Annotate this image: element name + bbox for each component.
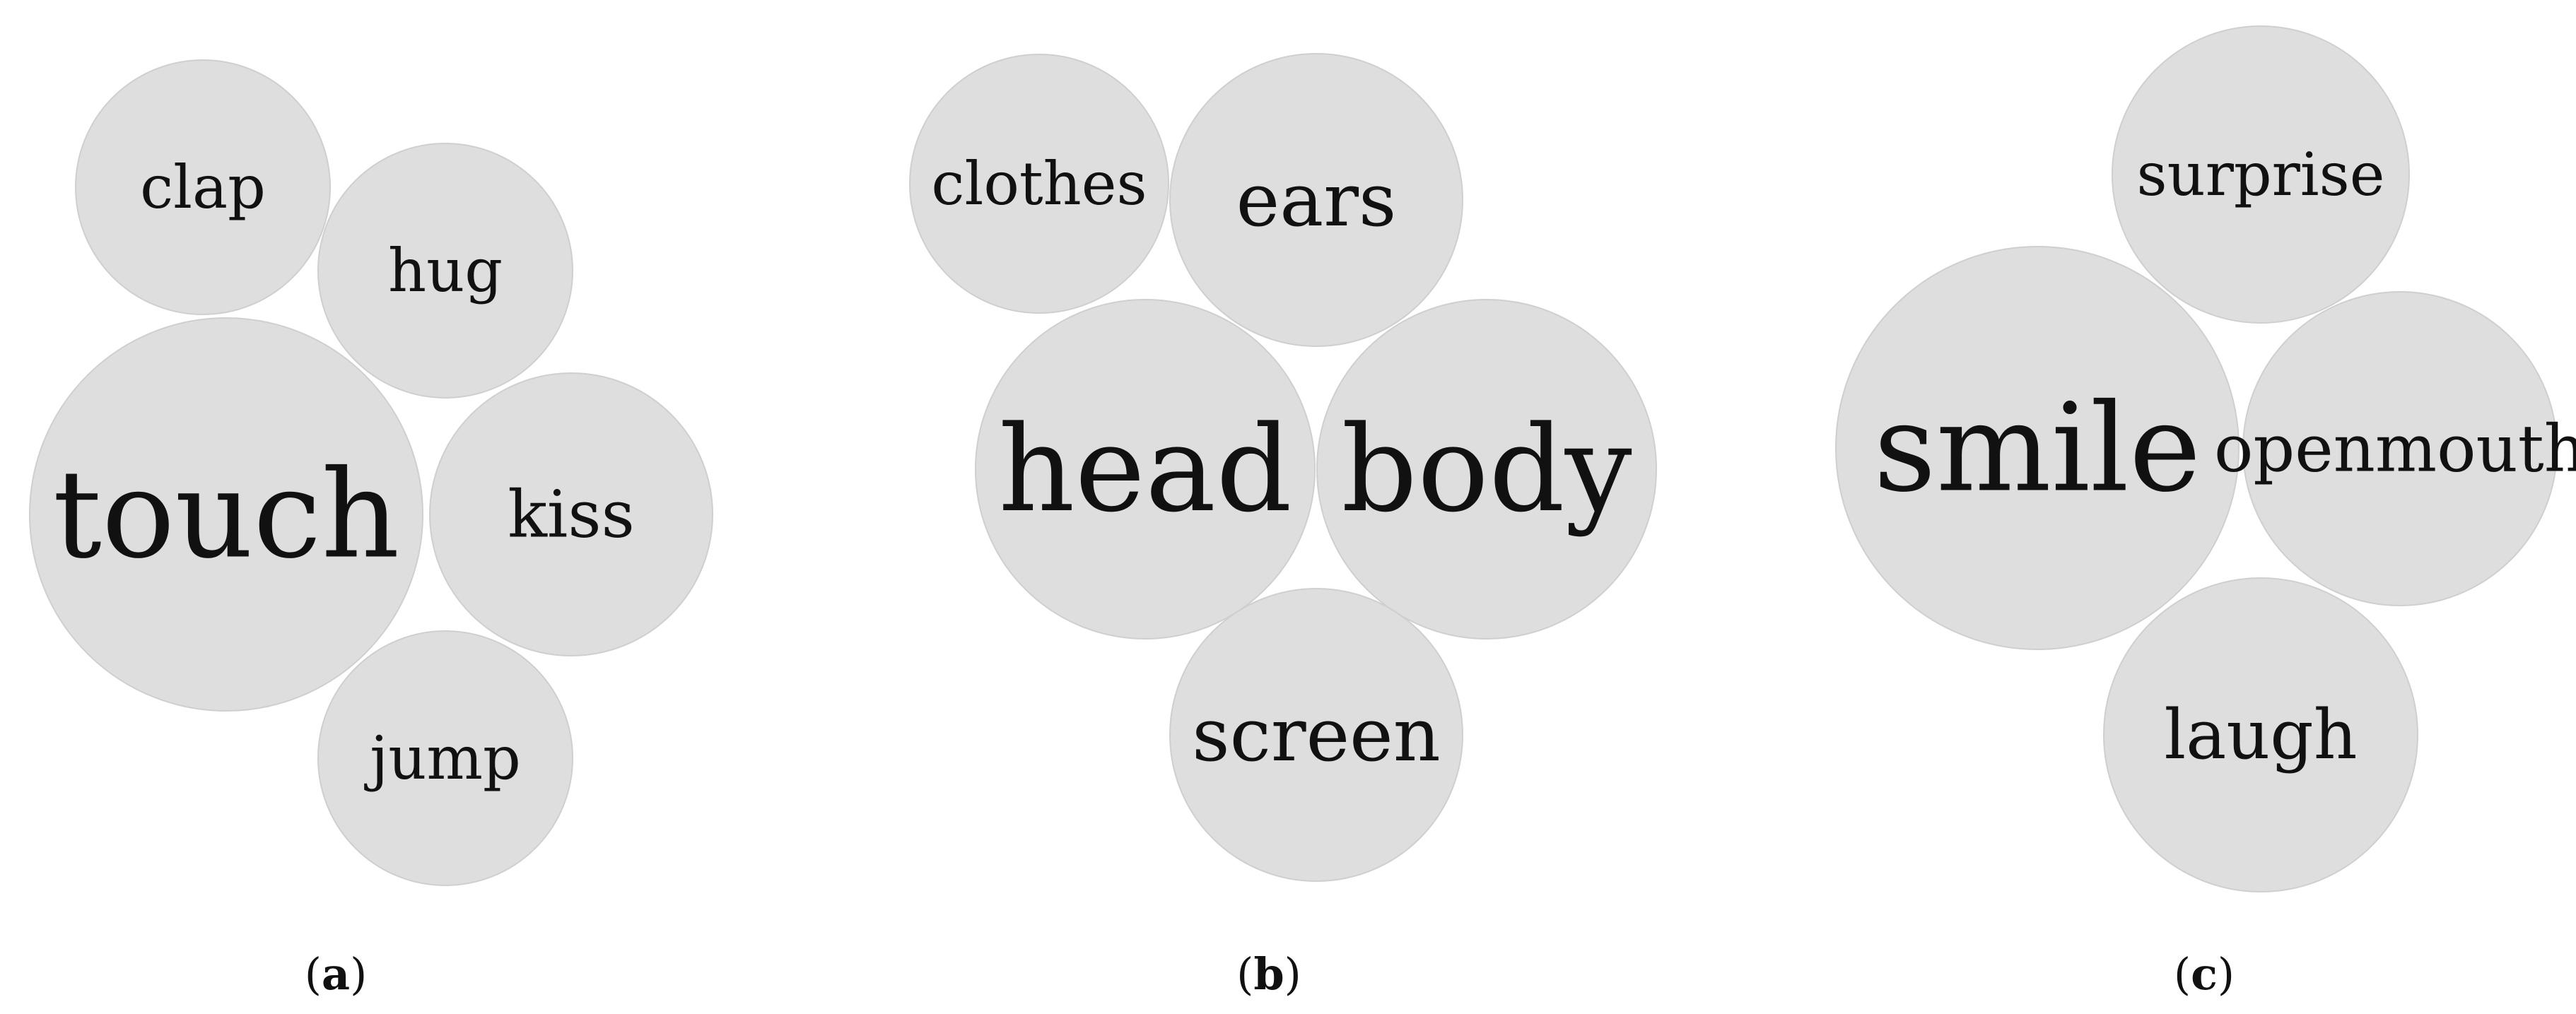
bubble-label: smile — [1873, 377, 2201, 519]
caption-letter: b — [1253, 948, 1284, 1000]
caption-close-paren: ) — [350, 948, 367, 1000]
bubble-label: openmouth — [2214, 411, 2576, 487]
bubble-smile: smile — [1835, 246, 2240, 650]
bubble-label: screen — [1192, 692, 1440, 778]
bubble-circle — [1835, 246, 2240, 650]
bubble-layer: clap hug touch kiss jump clothes ears head body s… — [29, 25, 2576, 892]
caption-open-paren: ( — [1236, 948, 1253, 1000]
bubble-circle — [1169, 53, 1463, 347]
bubble-kiss: kiss — [429, 372, 713, 656]
panel-caption-a: (a) — [305, 948, 368, 1000]
bubble-hug: hug — [317, 143, 573, 399]
bubble-label: ears — [1236, 157, 1397, 243]
bubble-clap: clap — [75, 59, 331, 315]
caption-open-paren: ( — [305, 948, 322, 1000]
bubble-body: body — [1316, 299, 1657, 639]
panel-a: clap hug touch kiss jump — [29, 59, 713, 886]
bubble-circle — [2112, 25, 2410, 324]
caption-layer: (a)(b)(c) — [305, 948, 2235, 1000]
panel-caption-c: (c) — [2174, 948, 2235, 1000]
bubble-circle — [2103, 577, 2418, 892]
bubble-jump: jump — [317, 630, 573, 886]
bubble-label: jump — [363, 724, 521, 793]
bubble-circle — [1169, 588, 1463, 882]
caption-close-paren: ) — [1284, 948, 1301, 1000]
bubble-label: laugh — [2164, 695, 2357, 774]
bubble-screen: screen — [1169, 588, 1463, 882]
bubble-head: head — [975, 299, 1316, 639]
bubble-label: kiss — [508, 477, 635, 553]
bubble-ears: ears — [1169, 53, 1463, 347]
bubble-circle — [75, 59, 331, 315]
bubble-label: clothes — [931, 149, 1147, 218]
caption-letter: c — [2191, 948, 2218, 1000]
bubble-surprise: surprise — [2112, 25, 2410, 324]
bubble-label: head — [998, 400, 1292, 538]
bubble-label: surprise — [2137, 140, 2385, 209]
bubble-clothes: clothes — [909, 54, 1169, 314]
bubble-label: hug — [388, 236, 503, 305]
bubble-label: body — [1341, 400, 1632, 538]
caption-open-paren: ( — [2174, 948, 2191, 1000]
bubble-circle — [29, 317, 423, 712]
bubble-laugh: laugh — [2103, 577, 2418, 892]
bubble-circle — [909, 54, 1169, 314]
bubble-circle — [975, 299, 1316, 639]
bubble-circle — [317, 630, 573, 886]
bubble-circle — [1316, 299, 1657, 639]
caption-close-paren: ) — [2218, 948, 2235, 1000]
bubble-circle — [317, 143, 573, 399]
bubble-label: touch — [53, 444, 400, 586]
bubble-label: clap — [140, 153, 266, 222]
panel-b: clothes ears head body screen — [909, 53, 1657, 882]
panel-caption-b: (b) — [1236, 948, 1301, 1000]
bubble-circle — [2242, 291, 2558, 606]
bubble-touch: touch — [29, 317, 423, 712]
bubble-circle — [429, 372, 713, 656]
caption-letter: a — [322, 948, 350, 1000]
bubble-openmouth: openmouth — [2214, 291, 2576, 606]
